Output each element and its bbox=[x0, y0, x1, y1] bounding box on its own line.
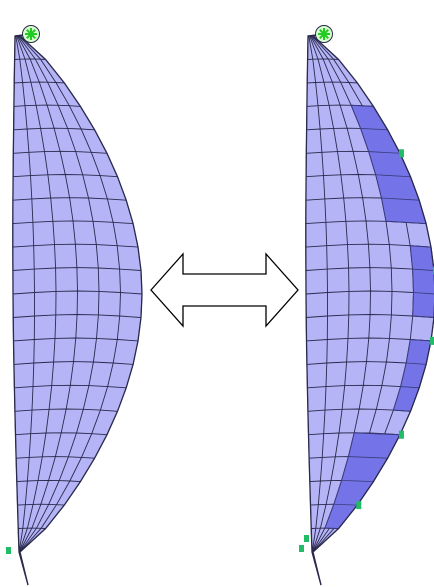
dark-region-group bbox=[324, 104, 434, 530]
support-marker-icon bbox=[6, 547, 11, 554]
dark-region-line bbox=[368, 151, 400, 154]
dark-region-line bbox=[381, 197, 420, 201]
dark-region-line bbox=[341, 479, 374, 483]
original-mesh bbox=[6, 25, 143, 586]
pin-star-line bbox=[319, 29, 329, 39]
dark-region-line bbox=[410, 339, 432, 342]
pinned-support-icon bbox=[315, 25, 333, 43]
dark-region-middle-upper bbox=[409, 245, 434, 319]
dark-region-line bbox=[333, 503, 358, 506]
dark-region-line bbox=[375, 174, 411, 178]
dark-region-line bbox=[400, 386, 420, 389]
dark-region-line bbox=[410, 245, 432, 248]
dark-region-line bbox=[385, 220, 427, 225]
support-marker-icon bbox=[304, 535, 309, 542]
support-marker-icon bbox=[430, 336, 434, 345]
left-column-line bbox=[16, 35, 57, 553]
left-column-line bbox=[17, 35, 78, 553]
double-headed-arrow-icon bbox=[150, 252, 299, 328]
pinned-support-icon bbox=[22, 25, 40, 43]
dark-region-line bbox=[348, 456, 388, 459]
support-marker-icon bbox=[398, 149, 404, 158]
support-marker-icon bbox=[398, 430, 404, 439]
dark-region-line bbox=[351, 104, 374, 107]
dark-region-line bbox=[412, 268, 434, 271]
left-mesh-outline bbox=[12, 33, 143, 586]
right-column-line bbox=[309, 35, 350, 553]
optimized-mesh bbox=[299, 25, 434, 586]
left-column-line bbox=[17, 35, 100, 553]
right-mesh-outline bbox=[305, 33, 434, 586]
dark-region-line bbox=[413, 292, 434, 295]
left-column-line bbox=[18, 35, 121, 553]
dark-region-line bbox=[360, 128, 388, 131]
dark-region-line bbox=[412, 315, 434, 318]
dark-region-line bbox=[393, 409, 411, 412]
left-support-markers bbox=[6, 547, 11, 554]
right-column-line bbox=[308, 35, 328, 553]
pin-star-line bbox=[26, 29, 36, 39]
support-marker-icon bbox=[299, 545, 304, 552]
support-marker-icon bbox=[356, 501, 362, 510]
dark-region-line bbox=[354, 432, 400, 436]
left-column-line bbox=[15, 35, 35, 553]
dark-region-line bbox=[406, 362, 427, 365]
